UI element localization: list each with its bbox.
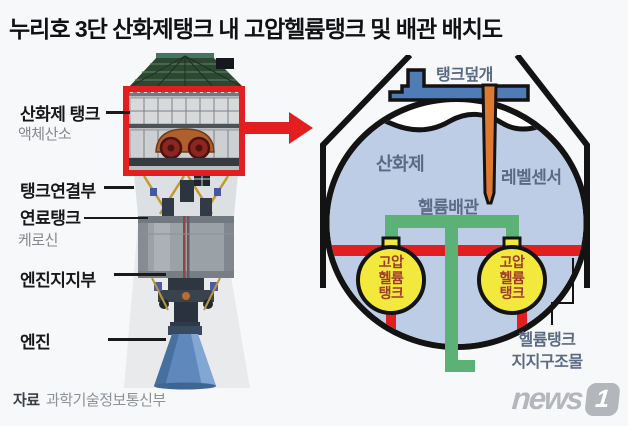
label-fuel-tank: 연료탱크 [20, 209, 81, 228]
label-engine: 엔진 [20, 333, 51, 352]
source-name: 과학기술정보통신부 [46, 392, 166, 409]
fuel-tank-section [138, 216, 234, 278]
helium-tank-left [356, 236, 426, 315]
truss-section [134, 172, 238, 216]
support-callout-line [551, 258, 574, 325]
logo-one-text: 1 [593, 384, 611, 413]
rocket-illustration [124, 53, 250, 390]
logo-news-text: news [510, 381, 583, 416]
label-tank-connection: 탱크연결부 [20, 182, 96, 201]
label-helium-support: 헬륨탱크 지지구조물 [511, 332, 583, 371]
label-engine-support: 엔진지지부 [20, 271, 96, 290]
logo-one-badge: 1 [583, 382, 621, 416]
sublabel-kerosene: 케로신 [18, 232, 58, 249]
helium-tank-stub-right [517, 307, 527, 331]
sublabel-liquid-oxygen: 액체산소 [18, 126, 72, 143]
rocket-avionics-box [216, 58, 234, 69]
cutaway-diagram [320, 55, 590, 372]
source-prefix: 자료 [13, 392, 40, 409]
leader-engine [108, 338, 166, 341]
news1-logo: news 1 [510, 381, 621, 417]
label-oxidizer: 산화제 [376, 154, 425, 174]
helium-tank-stub-left [386, 307, 396, 331]
level-sensor-rod [481, 83, 498, 205]
label-level-sensor: 레벨센서 [501, 168, 562, 187]
label-helium-pipe: 헬륨배관 [418, 198, 479, 217]
helium-tank-left-label: 고압 헬륨 탱크 [378, 254, 404, 301]
leader-tank-connection [104, 186, 134, 189]
helium-tank-right-label: 고압 헬륨 탱크 [499, 254, 525, 301]
rocket-top-cone [127, 53, 245, 89]
highlight-box [123, 86, 245, 176]
label-tank-cover: 탱크덮개 [436, 67, 493, 84]
leader-fuel-tank [84, 217, 148, 219]
funnel-left-line [320, 55, 413, 288]
page-title: 누리호 3단 산화제탱크 내 고압헬륨탱크 및 배관 배치도 [9, 16, 503, 42]
leader-oxidizer-tank [106, 111, 130, 114]
label-oxidizer-tank: 산화제 탱크 [20, 105, 100, 124]
leader-engine-support [114, 273, 166, 276]
helium-tank-right [477, 236, 547, 315]
red-arrow-icon [245, 112, 313, 144]
engine-nozzle [154, 322, 216, 390]
